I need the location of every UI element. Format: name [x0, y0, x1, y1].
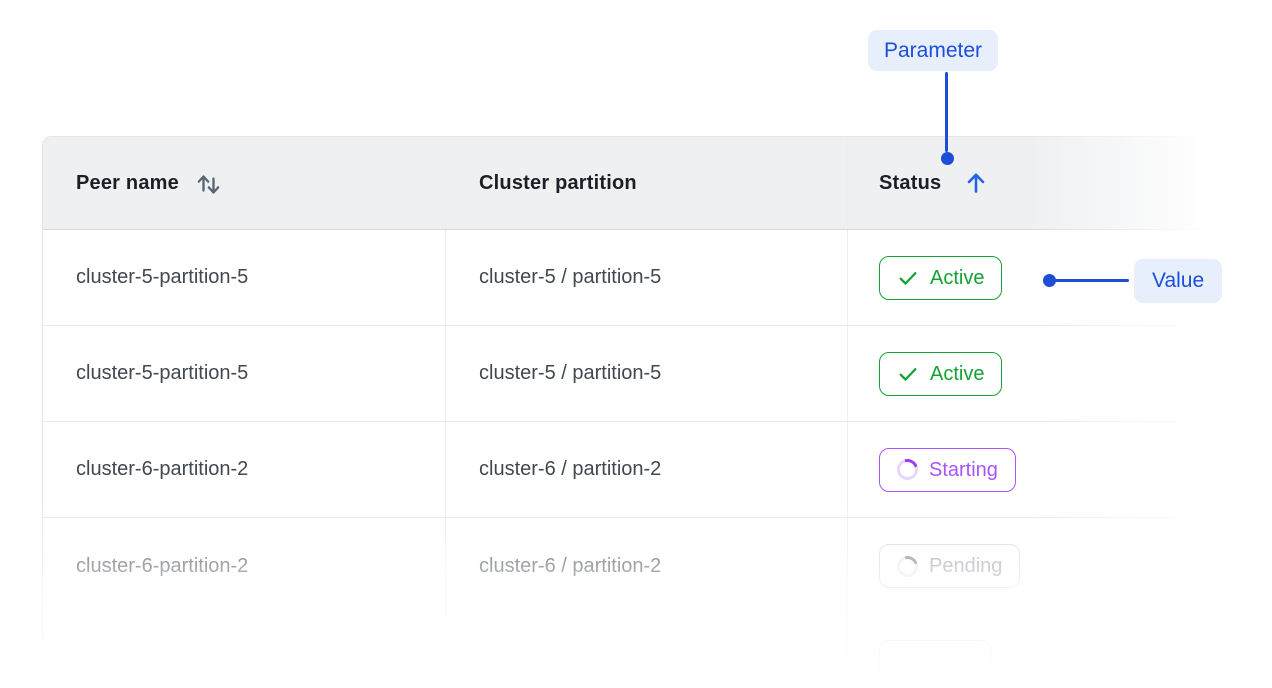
table-header-row: Peer name Cluster partition Status [43, 137, 1229, 230]
table-row[interactable]: cluster-5-partition-5 cluster-5 / partit… [43, 326, 1229, 422]
spinner-icon [893, 551, 922, 581]
column-header-peer-name[interactable]: Peer name [43, 137, 446, 229]
status-badge-active: Active [879, 351, 1003, 396]
cell-cluster-partition: cluster-6 / partition-2 [446, 422, 848, 518]
status-badge-pending: Pending [879, 544, 1021, 588]
status-badge-label: Starting [929, 458, 998, 481]
cell-status: Pending [848, 518, 1229, 614]
status-badge-label: Active [930, 266, 985, 289]
cell-cluster-partition: cluster-5 / partition-5 [446, 230, 848, 326]
parameter-connector-dot [941, 152, 954, 165]
cell-cluster-partition [446, 614, 848, 688]
cell-peer-name: cluster-6-partition-2 [43, 518, 446, 614]
cell-status: Starting [848, 422, 1229, 518]
column-label-cluster-partition: Cluster partition [479, 171, 637, 194]
table-row[interactable]: cluster-5-partition-5 cluster-5 / partit… [43, 230, 1229, 326]
check-icon [899, 271, 917, 285]
cell-status: Active [848, 230, 1229, 326]
status-badge-active: Active [879, 255, 1003, 300]
column-header-cluster-partition[interactable]: Cluster partition [446, 137, 848, 229]
status-badge-starting: Starting [879, 447, 1016, 492]
arrow-up-icon[interactable] [963, 170, 989, 196]
cell-status: Active [848, 326, 1229, 422]
status-badge [879, 639, 991, 684]
table-row[interactable]: cluster-6-partition-2 cluster-6 / partit… [43, 422, 1229, 518]
parameter-callout-label: Parameter [884, 38, 983, 62]
column-label-peer-name: Peer name [76, 171, 179, 194]
cell-peer-name: cluster-6-partition-2 [43, 422, 446, 518]
check-icon [899, 367, 917, 381]
sort-both-icon[interactable] [195, 171, 222, 196]
table-row[interactable]: cluster-6-partition-2 cluster-6 / partit… [43, 518, 1229, 614]
cell-cluster-partition: cluster-6 / partition-2 [446, 518, 848, 614]
spinner-icon [893, 455, 922, 484]
cell-peer-name: cluster-5-partition-5 [43, 326, 446, 422]
column-header-status[interactable]: Status [848, 137, 1229, 229]
value-callout-label: Value [1152, 269, 1205, 292]
cell-peer-name [43, 614, 446, 688]
peers-table: Peer name Cluster partition Status clust… [42, 136, 1230, 688]
parameter-connector-line [945, 72, 948, 152]
column-label-status: Status [879, 171, 942, 194]
cell-cluster-partition: cluster-5 / partition-5 [446, 326, 848, 422]
status-badge-label: Pending [929, 555, 1003, 577]
parameter-callout: Parameter [868, 30, 999, 71]
cell-status [848, 614, 1229, 688]
value-connector-line [1054, 279, 1129, 282]
value-callout: Value [1134, 259, 1223, 303]
status-badge-label: Active [930, 362, 985, 385]
cell-peer-name: cluster-5-partition-5 [43, 230, 446, 326]
table-row[interactable] [43, 614, 1229, 688]
